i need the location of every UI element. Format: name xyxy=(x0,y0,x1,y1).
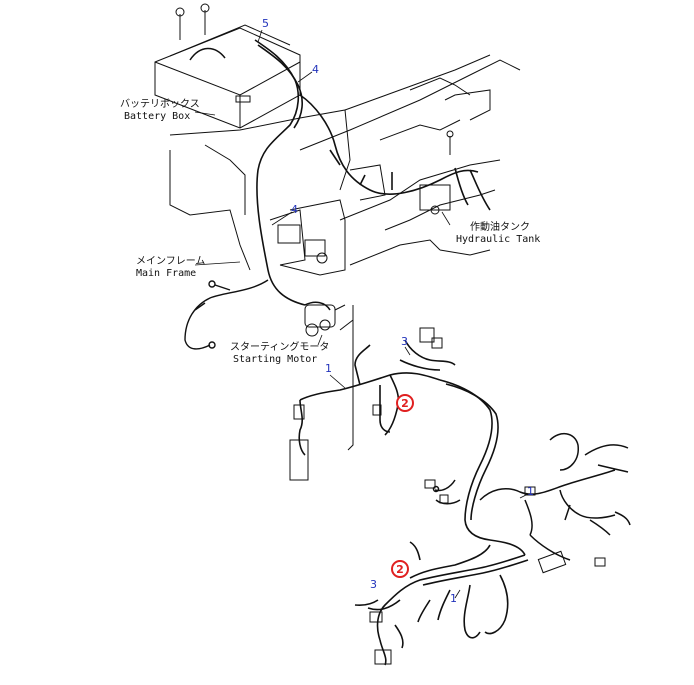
harness-main xyxy=(298,339,526,556)
battery-box-label-en: Battery Box xyxy=(124,111,191,122)
main-frame-label-en: Main Frame xyxy=(136,268,197,279)
callout-3-bottom: 3 xyxy=(370,578,377,591)
callout-4-top: 4 xyxy=(312,63,319,76)
main-frame-label-jp: メインフレーム xyxy=(136,256,206,267)
starting-motor-label-en: Starting Motor xyxy=(233,354,318,365)
detail-bracket xyxy=(339,305,354,451)
callout-1-right: 1 xyxy=(527,485,534,498)
harness-main-frame-loop xyxy=(184,279,269,350)
callout-1-left: 1 xyxy=(325,362,332,375)
harness-lower xyxy=(354,541,529,666)
callout-5: 5 xyxy=(262,17,269,30)
hydraulic-tank-label-jp: 作動油タンク xyxy=(470,222,530,233)
harness-upper xyxy=(254,39,491,311)
callout-1-bottom: 1 xyxy=(450,592,457,605)
main-frame-drawing xyxy=(169,54,521,276)
highlight-ref-upper[interactable]: 2 xyxy=(396,394,414,412)
starting-motor-label-jp: スターティングモータ xyxy=(230,342,330,353)
starting-motor-drawing xyxy=(304,304,346,337)
highlight-ref-lower[interactable]: 2 xyxy=(391,560,409,578)
battery-box-label-jp: バッテリボックス xyxy=(120,99,200,110)
leader-lines xyxy=(194,29,529,599)
connector-group xyxy=(289,327,606,665)
callout-4-mid: 4 xyxy=(291,203,298,216)
hydraulic-tank-label-en: Hydraulic Tank xyxy=(456,234,541,245)
callout-3-top: 3 xyxy=(401,335,408,348)
harness-right-branch xyxy=(432,433,631,561)
